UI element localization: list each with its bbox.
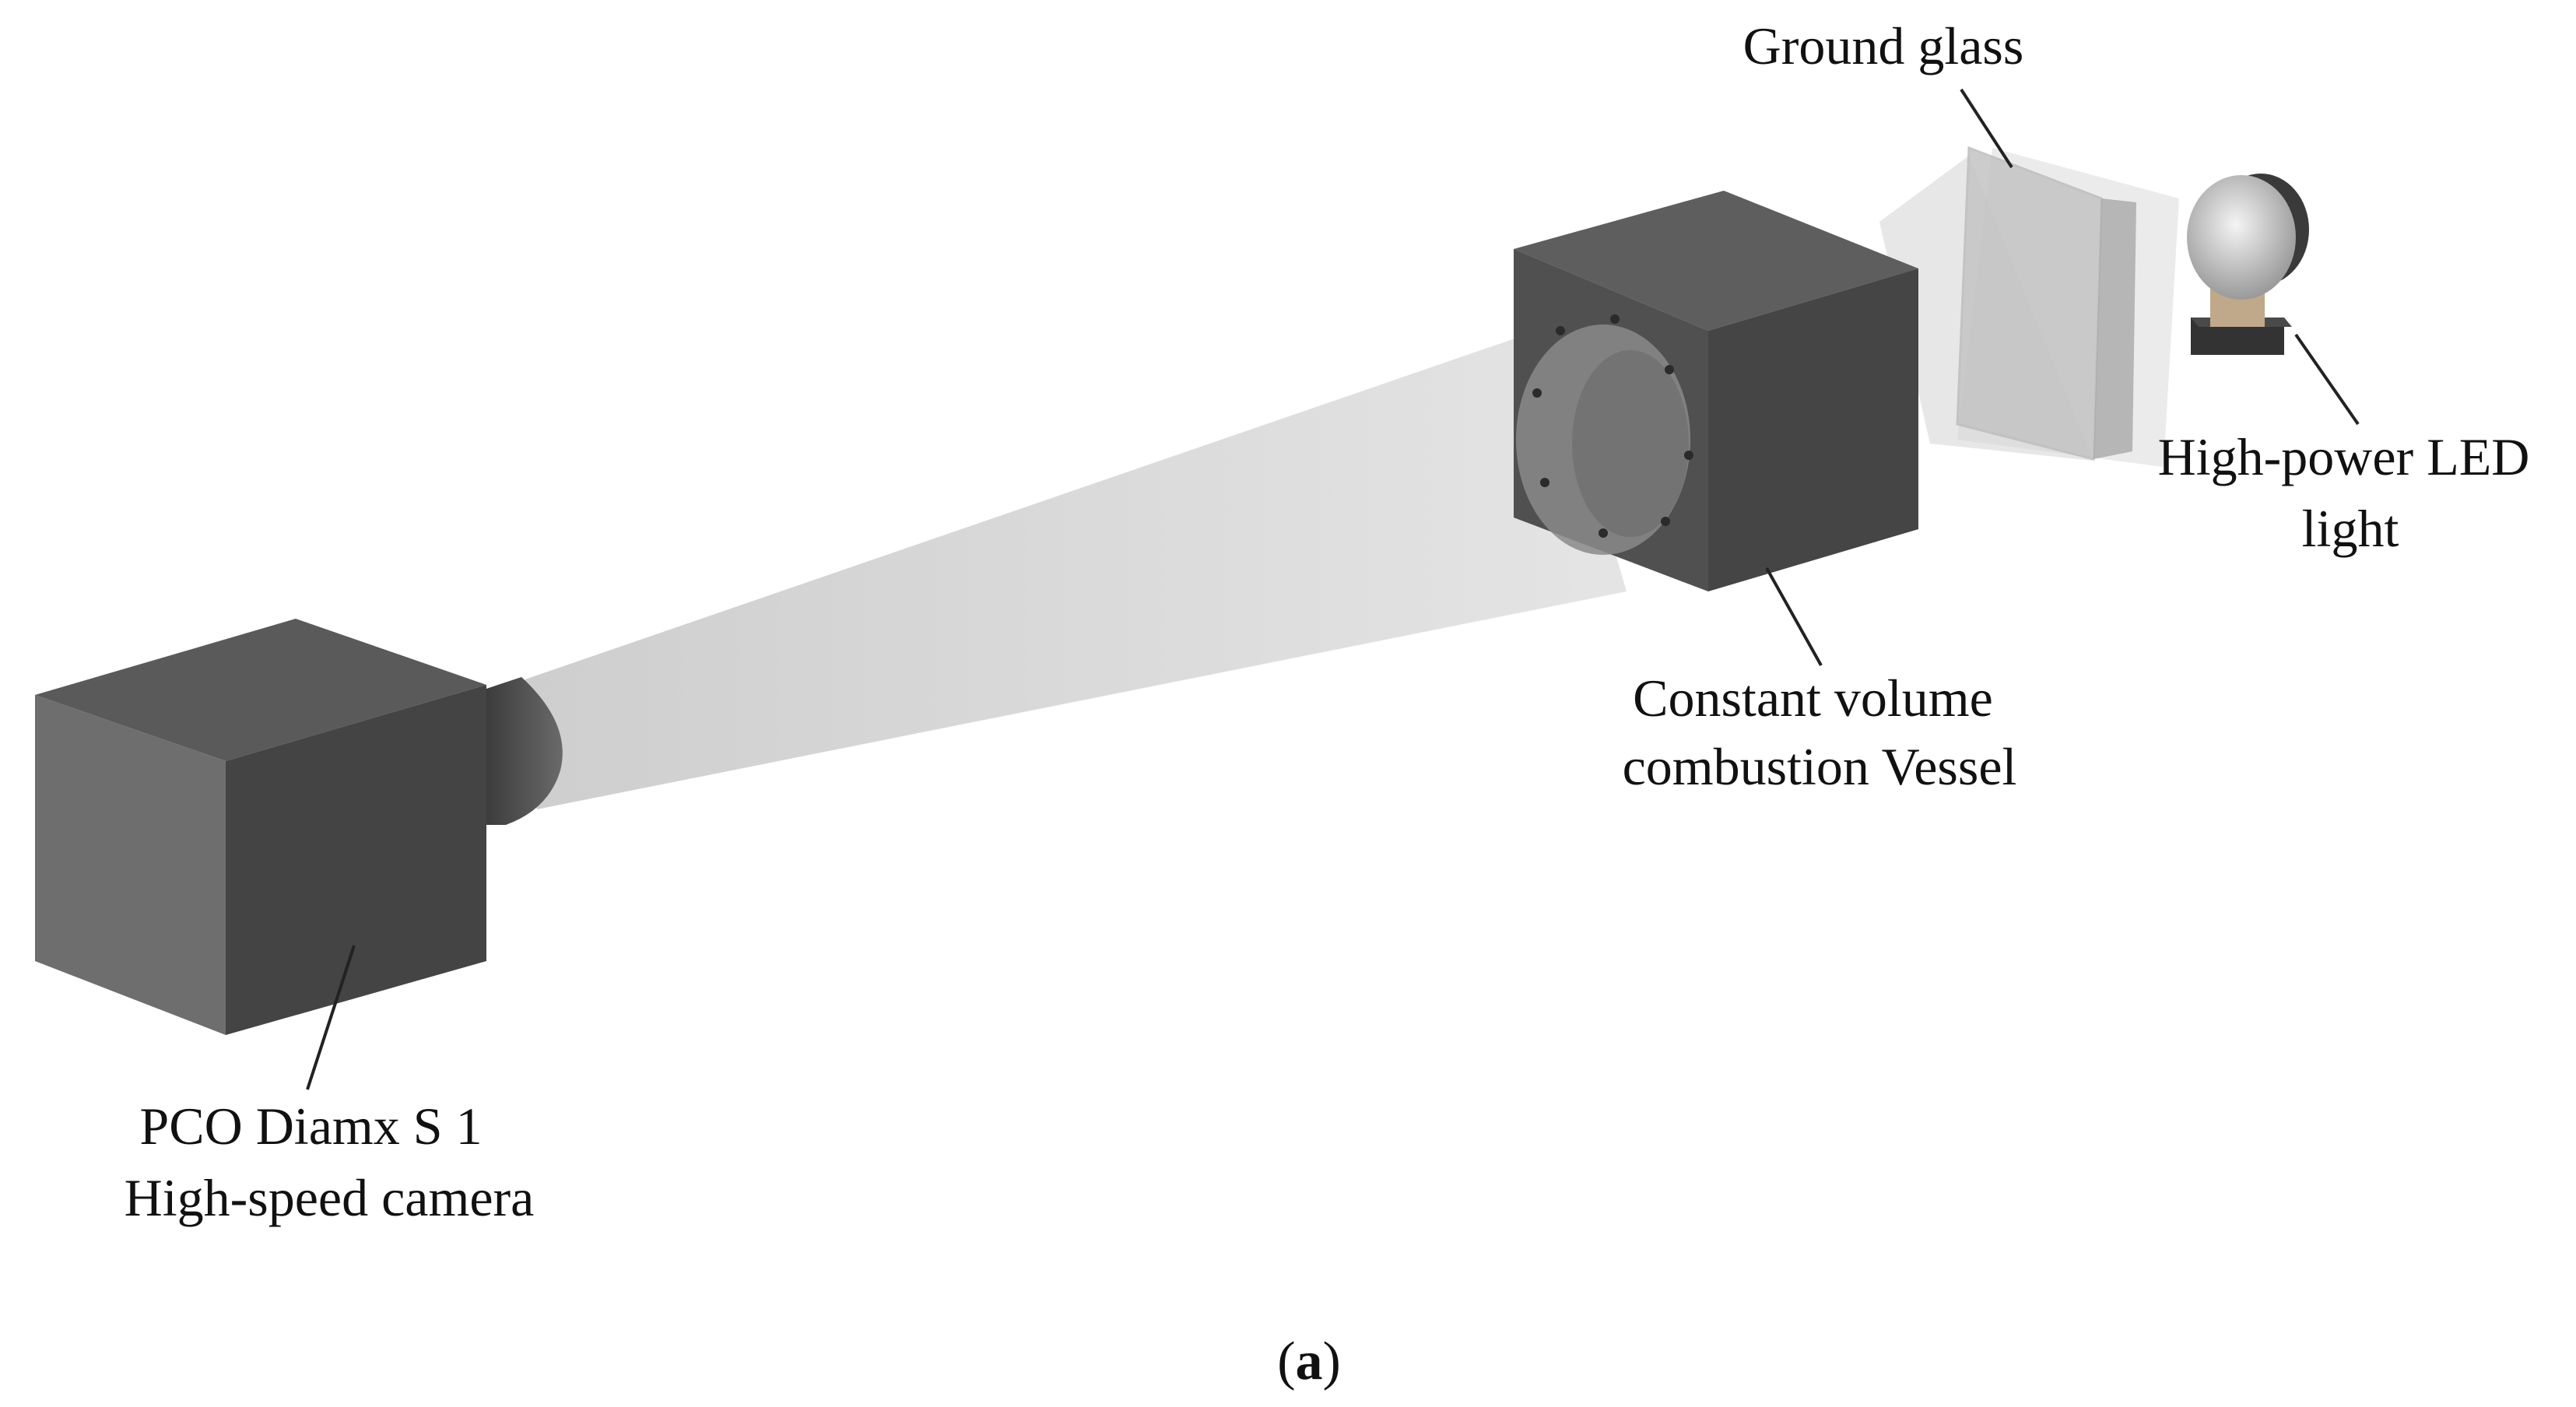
vessel-label-line-1: Constant volume bbox=[1633, 668, 1993, 728]
high-power-led-light[interactable] bbox=[2187, 174, 2309, 355]
vessel-side-face bbox=[1708, 268, 1918, 591]
caption-close-paren: ) bbox=[1323, 1332, 1341, 1391]
vessel-window-inner bbox=[1572, 350, 1689, 537]
camera-top-face bbox=[35, 619, 486, 761]
vessel-leader bbox=[1765, 567, 1823, 666]
led-leader bbox=[2294, 333, 2360, 426]
high-speed-camera[interactable] bbox=[35, 619, 563, 1035]
vessel-top-face bbox=[1514, 191, 1918, 331]
camera-label-line-1: PCO Diamx S 1 bbox=[139, 1096, 482, 1156]
camera-label: PCO Diamx S 1 High-speed camera bbox=[125, 1096, 535, 1227]
ground-glass-plate bbox=[1956, 146, 2136, 461]
vessel-label-line-2: combustion Vessel bbox=[1623, 737, 2017, 796]
camera-front-face bbox=[35, 695, 226, 1035]
camera-leader bbox=[306, 945, 356, 1090]
camera-label-line-2: High-speed camera bbox=[125, 1168, 535, 1227]
ground-glass-leader bbox=[1960, 88, 2013, 169]
vessel-window-bolts bbox=[1532, 314, 1693, 538]
caption-open-paren: ( bbox=[1277, 1332, 1295, 1391]
led-lamp-dome bbox=[2187, 175, 2296, 300]
vessel-label: Constant volume combustion Vessel bbox=[1623, 668, 2017, 796]
led-label: High-power LED light bbox=[2158, 427, 2543, 558]
camera-to-vessel-beam bbox=[498, 327, 1627, 809]
combustion-vessel[interactable] bbox=[1514, 191, 1918, 591]
led-label-line-2: light bbox=[2302, 499, 2399, 558]
led-label-line-1: High-power LED bbox=[2158, 427, 2530, 486]
camera-side-face bbox=[226, 685, 486, 1035]
caption-letter: a bbox=[1296, 1332, 1323, 1391]
camera-lens bbox=[486, 677, 563, 825]
figure-caption: (a) bbox=[1277, 1332, 1341, 1391]
ground-glass-label: Ground glass bbox=[1743, 16, 2024, 75]
